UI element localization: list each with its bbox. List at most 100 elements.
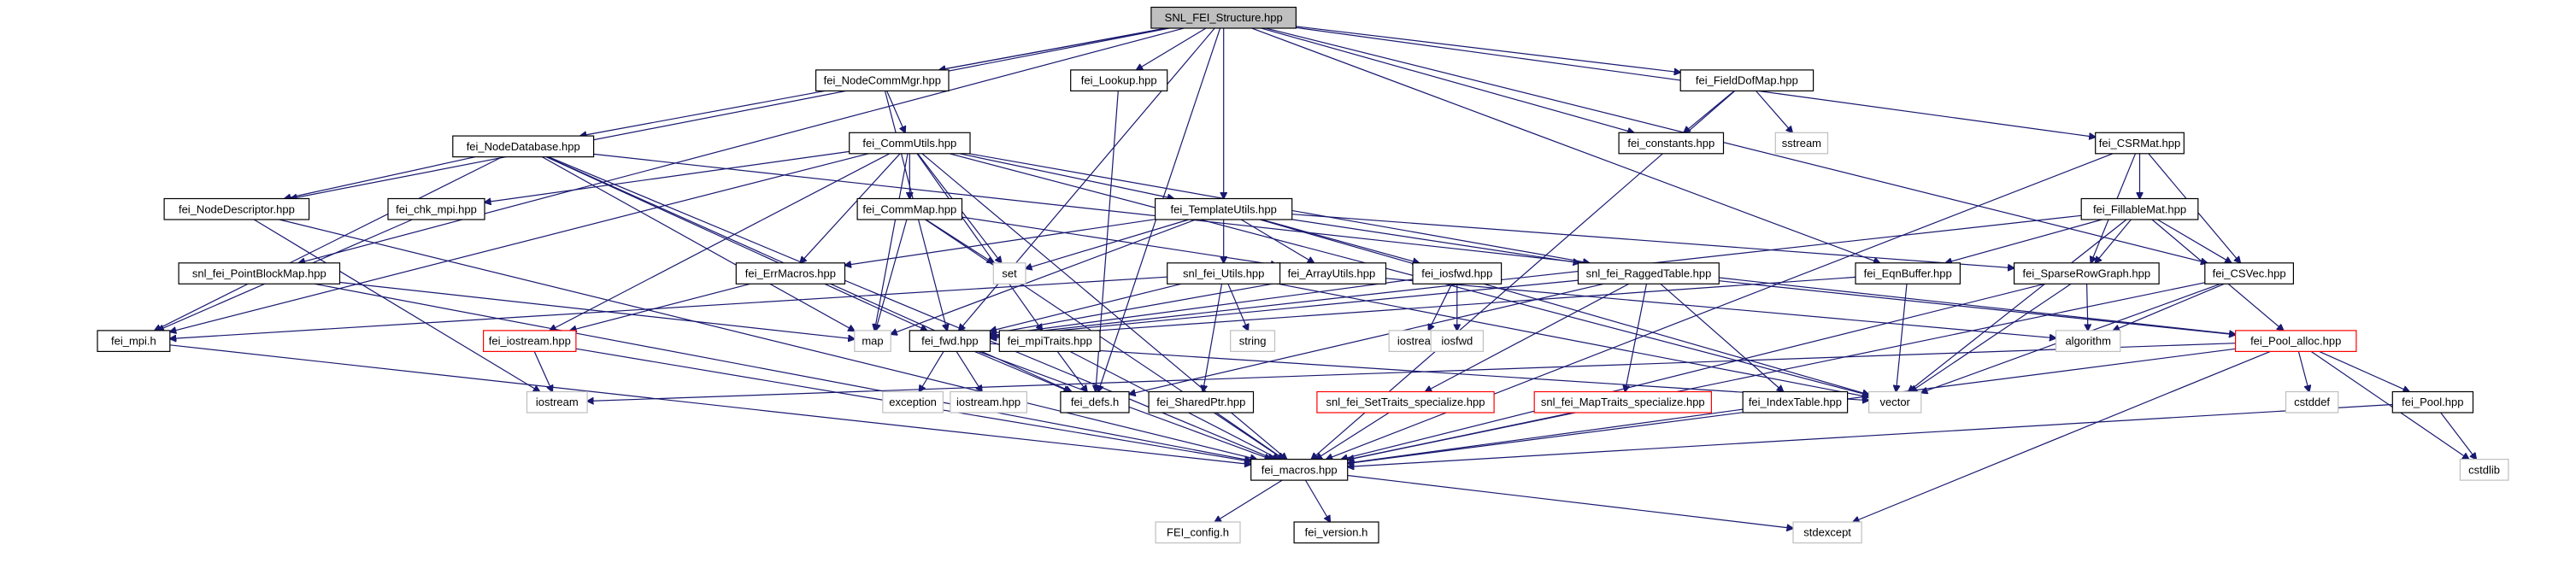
node-defs[interactable]: fei_defs.h — [1060, 390, 1130, 413]
node-box[interactable] — [2235, 330, 2357, 352]
node-snl-utils[interactable]: snl_fei_Utils.hpp — [1167, 262, 1281, 284]
node-box[interactable] — [526, 390, 588, 413]
node-box[interactable] — [1792, 521, 1862, 544]
node-box[interactable] — [950, 390, 1028, 413]
node-fei-iostream[interactable]: fei_iostream.hpp — [482, 330, 577, 352]
node-fillable-mat[interactable]: fei_FillableMat.hpp — [2080, 197, 2199, 220]
node-algorithm[interactable]: algorithm — [2055, 330, 2121, 352]
node-box[interactable] — [2285, 390, 2339, 413]
node-csr-mat[interactable]: fei_CSRMat.hpp — [2095, 132, 2185, 155]
node-box[interactable] — [1060, 390, 1130, 413]
node-template-utils[interactable]: fei_TemplateUtils.hpp — [1154, 197, 1293, 220]
node-box[interactable] — [1293, 521, 1379, 544]
node-mpi-h[interactable]: fei_mpi.h — [97, 330, 171, 352]
node-box[interactable] — [909, 330, 991, 352]
node-csvec[interactable]: fei_CSVec.hpp — [2204, 262, 2295, 284]
node-iostream-hpp[interactable]: iostream.hpp — [950, 390, 1028, 413]
node-box[interactable] — [1250, 458, 1349, 481]
node-shared-ptr[interactable]: fei_SharedPtr.hpp — [1148, 390, 1255, 413]
node-box[interactable] — [849, 132, 971, 155]
node-err-macros[interactable]: fei_ErrMacros.hpp — [735, 262, 846, 284]
node-set[interactable]: set — [992, 262, 1026, 284]
node-fei-config[interactable]: FEI_config.h — [1155, 521, 1241, 544]
node-box[interactable] — [1774, 132, 1829, 155]
node-box[interactable] — [1679, 69, 1814, 92]
node-box[interactable] — [1070, 69, 1168, 92]
node-field-dof-map[interactable]: fei_FieldDofMap.hpp — [1679, 69, 1814, 92]
node-box[interactable] — [2459, 458, 2509, 481]
node-iostream[interactable]: iostream — [526, 390, 588, 413]
node-vector[interactable]: vector — [1868, 390, 1922, 413]
node-box[interactable] — [1577, 262, 1720, 284]
node-box[interactable] — [2391, 390, 2474, 413]
node-box[interactable] — [882, 390, 944, 413]
node-box[interactable] — [1618, 132, 1725, 155]
node-index-table[interactable]: fei_IndexTable.hpp — [1742, 390, 1849, 413]
node-box[interactable] — [1533, 390, 1712, 413]
node-lookup[interactable]: fei_Lookup.hpp — [1070, 69, 1168, 92]
node-box[interactable] — [452, 135, 595, 158]
node-iosfwd[interactable]: iosfwd — [1430, 330, 1484, 352]
node-box[interactable] — [735, 262, 846, 284]
node-box[interactable] — [2095, 132, 2185, 155]
node-node-comm-mgr[interactable]: fei_NodeCommMgr.hpp — [815, 69, 950, 92]
node-exception[interactable]: exception — [882, 390, 944, 413]
node-box[interactable] — [1276, 262, 1387, 284]
node-box[interactable] — [2014, 262, 2160, 284]
node-box[interactable] — [1167, 262, 1281, 284]
node-box[interactable] — [163, 197, 310, 220]
node-box[interactable] — [2080, 197, 2199, 220]
node-box[interactable] — [1148, 390, 1255, 413]
node-box[interactable] — [482, 330, 577, 352]
node-mpi-traits[interactable]: fei_mpiTraits.hpp — [998, 330, 1101, 352]
node-map[interactable]: map — [854, 330, 891, 352]
node-box[interactable] — [992, 262, 1026, 284]
node-box[interactable] — [998, 330, 1101, 352]
node-node-database[interactable]: fei_NodeDatabase.hpp — [452, 135, 595, 158]
node-box[interactable] — [854, 330, 891, 352]
node-set-traits[interactable]: snl_fei_SetTraits_specialize.hpp — [1316, 390, 1495, 413]
node-box[interactable] — [178, 262, 341, 284]
node-box[interactable] — [387, 197, 485, 220]
node-box[interactable] — [1154, 197, 1293, 220]
node-ragged-table[interactable]: snl_fei_RaggedTable.hpp — [1577, 262, 1720, 284]
node-constants[interactable]: fei_constants.hpp — [1618, 132, 1725, 155]
node-sstream[interactable]: sstream — [1774, 132, 1829, 155]
node-box[interactable] — [1316, 390, 1495, 413]
node-box[interactable] — [856, 197, 963, 220]
node-sparse-row-graph[interactable]: fei_SparseRowGraph.hpp — [2014, 262, 2160, 284]
node-stdexcept[interactable]: stdexcept — [1792, 521, 1862, 544]
node-macros[interactable]: fei_macros.hpp — [1250, 458, 1349, 481]
node-chk-mpi[interactable]: fei_chk_mpi.hpp — [387, 197, 485, 220]
node-box[interactable] — [2055, 330, 2121, 352]
node-box[interactable] — [1855, 262, 1961, 284]
node-pool[interactable]: fei_Pool.hpp — [2391, 390, 2474, 413]
node-map-traits[interactable]: snl_fei_MapTraits_specialize.hpp — [1533, 390, 1712, 413]
node-box[interactable] — [1230, 330, 1276, 352]
node-fwd[interactable]: fei_fwd.hpp — [909, 330, 991, 352]
node-box[interactable] — [97, 330, 171, 352]
node-version[interactable]: fei_version.h — [1293, 521, 1379, 544]
node-box[interactable] — [1742, 390, 1849, 413]
node-box[interactable] — [1412, 262, 1503, 284]
node-label: cstdlib — [2468, 463, 2500, 476]
node-string[interactable]: string — [1230, 330, 1276, 352]
node-box[interactable] — [1430, 330, 1484, 352]
node-array-utils[interactable]: fei_ArrayUtils.hpp — [1276, 262, 1387, 284]
node-point-block-map[interactable]: snl_fei_PointBlockMap.hpp — [178, 262, 341, 284]
node-comm-utils[interactable]: fei_CommUtils.hpp — [849, 132, 971, 155]
node-node-descriptor[interactable]: fei_NodeDescriptor.hpp — [163, 197, 310, 220]
node-root[interactable]: SNL_FEI_Structure.hpp — [1150, 6, 1297, 29]
node-box[interactable] — [1868, 390, 1922, 413]
node-pool-alloc[interactable]: fei_Pool_alloc.hpp — [2235, 330, 2357, 352]
node-box[interactable] — [2204, 262, 2295, 284]
node-box[interactable] — [1150, 6, 1297, 29]
node-label: fei_CSVec.hpp — [2213, 267, 2286, 280]
node-cstddef[interactable]: cstddef — [2285, 390, 2339, 413]
node-cstdlib[interactable]: cstdlib — [2459, 458, 2509, 481]
node-iosfwd-hpp[interactable]: fei_iosfwd.hpp — [1412, 262, 1503, 284]
node-box[interactable] — [815, 69, 950, 92]
node-comm-map[interactable]: fei_CommMap.hpp — [856, 197, 963, 220]
node-eqn-buffer[interactable]: fei_EqnBuffer.hpp — [1855, 262, 1961, 284]
node-box[interactable] — [1155, 521, 1241, 544]
